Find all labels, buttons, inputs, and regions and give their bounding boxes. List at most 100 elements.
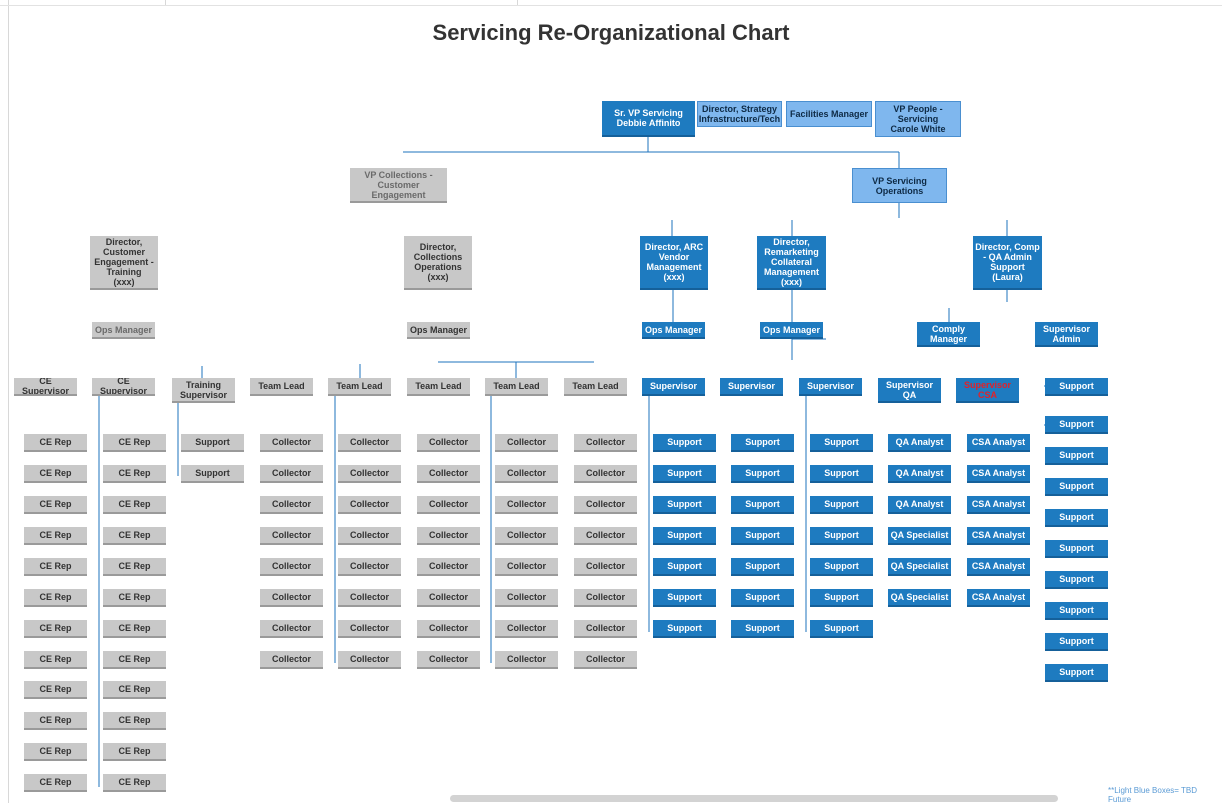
facilities-manager-box[interactable]: Facilities Manager [786,101,872,127]
collector-box[interactable]: Collector [260,558,323,576]
qa-specialist-box[interactable]: QA Specialist [888,589,951,607]
sr-vp-box[interactable]: Sr. VP Servicing Debbie Affinito [602,101,695,137]
support-box[interactable]: Support [653,465,716,483]
collector-box[interactable]: Collector [417,496,480,514]
collector-box[interactable]: Collector [495,527,558,545]
support-box[interactable]: Support [731,558,794,576]
ce-supervisor-box[interactable]: CE Supervisor [92,378,155,396]
collector-box[interactable]: Collector [338,527,401,545]
collector-box[interactable]: Collector [574,465,637,483]
support-box[interactable]: Support [810,589,873,607]
csa-analyst-box[interactable]: CSA Analyst [967,527,1030,545]
collector-box[interactable]: Collector [495,589,558,607]
ce-rep-box[interactable]: CE Rep [103,465,166,483]
ce-rep-box[interactable]: CE Rep [103,712,166,730]
ce-rep-box[interactable]: CE Rep [24,681,87,699]
support-box[interactable]: Support [810,434,873,452]
vp-collections-box[interactable]: VP Collections - Customer Engagement [350,168,447,203]
ce-rep-box[interactable]: CE Rep [103,774,166,792]
support-box[interactable]: Support [731,620,794,638]
collector-box[interactable]: Collector [338,620,401,638]
supervisor-box[interactable]: Supervisor [642,378,705,396]
collector-box[interactable]: Collector [574,589,637,607]
collector-box[interactable]: Collector [574,527,637,545]
csa-analyst-box[interactable]: CSA Analyst [967,496,1030,514]
director-training-box[interactable]: Director, Customer Engagement - Training… [90,236,158,290]
support-box[interactable]: Support [731,527,794,545]
support-box[interactable]: Support [181,465,244,483]
support-box[interactable]: Support [1045,571,1108,589]
qa-analyst-box[interactable]: QA Analyst [888,465,951,483]
collector-box[interactable]: Collector [495,496,558,514]
support-box[interactable]: Support [810,620,873,638]
support-box[interactable]: Support [1045,378,1108,396]
vp-operations-box[interactable]: VP Servicing Operations [852,168,947,203]
collector-box[interactable]: Collector [338,465,401,483]
ce-rep-box[interactable]: CE Rep [103,743,166,761]
csa-analyst-box[interactable]: CSA Analyst [967,589,1030,607]
collector-box[interactable]: Collector [417,558,480,576]
ce-rep-box[interactable]: CE Rep [103,434,166,452]
ce-rep-box[interactable]: CE Rep [24,589,87,607]
comply-manager-box[interactable]: Comply Manager [917,322,980,347]
collector-box[interactable]: Collector [574,651,637,669]
ce-rep-box[interactable]: CE Rep [103,681,166,699]
ce-rep-box[interactable]: CE Rep [24,712,87,730]
director-comp-box[interactable]: Director, Comp - QA Admin Support (Laura… [973,236,1042,290]
collector-box[interactable]: Collector [338,589,401,607]
support-box[interactable]: Support [731,589,794,607]
collector-box[interactable]: Collector [495,465,558,483]
team-lead-box[interactable]: Team Lead [407,378,470,396]
ce-rep-box[interactable]: CE Rep [103,558,166,576]
ce-rep-box[interactable]: CE Rep [24,496,87,514]
collector-box[interactable]: Collector [417,620,480,638]
ce-rep-box[interactable]: CE Rep [24,558,87,576]
support-box[interactable]: Support [810,496,873,514]
vp-people-box[interactable]: VP People - Servicing Carole White [875,101,961,137]
training-supervisor-box[interactable]: Training Supervisor [172,378,235,403]
support-box[interactable]: Support [810,465,873,483]
support-box[interactable]: Support [1045,447,1108,465]
team-lead-box[interactable]: Team Lead [328,378,391,396]
team-lead-box[interactable]: Team Lead [485,378,548,396]
support-box[interactable]: Support [1045,416,1108,434]
collector-box[interactable]: Collector [260,465,323,483]
collector-box[interactable]: Collector [417,651,480,669]
ce-rep-box[interactable]: CE Rep [24,651,87,669]
supervisor-box[interactable]: Supervisor [720,378,783,396]
collector-box[interactable]: Collector [574,496,637,514]
team-lead-box[interactable]: Team Lead [564,378,627,396]
ce-rep-box[interactable]: CE Rep [24,743,87,761]
support-box[interactable]: Support [653,558,716,576]
ce-rep-box[interactable]: CE Rep [24,620,87,638]
collector-box[interactable]: Collector [574,620,637,638]
support-box[interactable]: Support [1045,478,1108,496]
qa-specialist-box[interactable]: QA Specialist [888,558,951,576]
qa-specialist-box[interactable]: QA Specialist [888,527,951,545]
collector-box[interactable]: Collector [574,434,637,452]
collector-box[interactable]: Collector [260,496,323,514]
collector-box[interactable]: Collector [417,465,480,483]
ce-rep-box[interactable]: CE Rep [24,465,87,483]
supervisor-qa-box[interactable]: Supervisor QA [878,378,941,403]
collector-box[interactable]: Collector [338,496,401,514]
ce-rep-box[interactable]: CE Rep [103,589,166,607]
collector-box[interactable]: Collector [338,558,401,576]
horizontal-scrollbar[interactable] [450,795,1058,802]
ce-rep-box[interactable]: CE Rep [24,774,87,792]
support-box[interactable]: Support [810,527,873,545]
supervisor-admin-box[interactable]: Supervisor Admin [1035,322,1098,347]
csa-analyst-box[interactable]: CSA Analyst [967,434,1030,452]
support-box[interactable]: Support [181,434,244,452]
support-box[interactable]: Support [810,558,873,576]
collector-box[interactable]: Collector [260,434,323,452]
collector-box[interactable]: Collector [260,651,323,669]
ce-rep-box[interactable]: CE Rep [24,527,87,545]
ce-rep-box[interactable]: CE Rep [103,496,166,514]
collector-box[interactable]: Collector [338,434,401,452]
csa-analyst-box[interactable]: CSA Analyst [967,558,1030,576]
collector-box[interactable]: Collector [417,589,480,607]
collector-box[interactable]: Collector [260,589,323,607]
support-box[interactable]: Support [1045,633,1108,651]
collector-box[interactable]: Collector [495,620,558,638]
